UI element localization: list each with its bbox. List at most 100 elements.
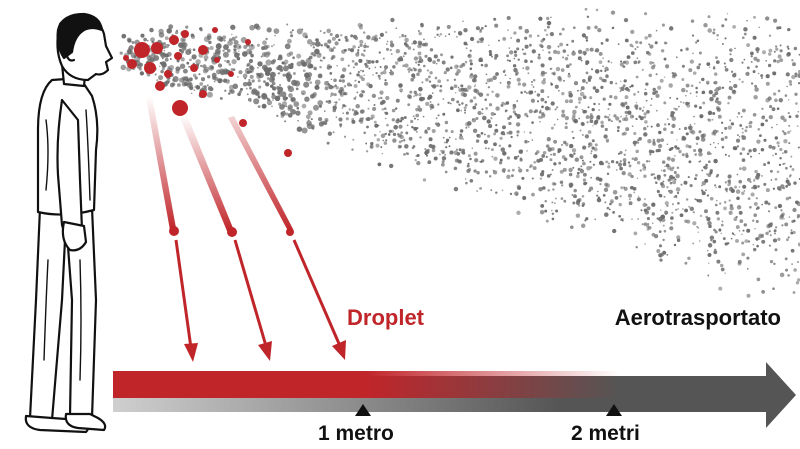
aerosol-particle <box>593 147 598 152</box>
aerosol-particle <box>797 110 800 113</box>
aerosol-particle <box>288 93 293 98</box>
aerosol-particle <box>605 160 609 164</box>
aerosol-particle <box>432 60 436 64</box>
aerosol-particle <box>736 196 740 201</box>
aerosol-particle <box>444 35 447 37</box>
aerosol-particle <box>684 261 688 265</box>
aerosol-particle <box>359 109 365 114</box>
aerosol-particle <box>643 106 645 109</box>
aerosol-particle <box>162 57 164 60</box>
aerosol-particle <box>541 154 546 158</box>
aerosol-particle <box>119 51 123 55</box>
marker-1m-icon <box>355 404 371 416</box>
aerosol-particle <box>617 43 620 45</box>
aerosol-particle <box>553 139 558 144</box>
aerosol-particle <box>741 166 747 171</box>
aerosol-particle <box>715 175 718 178</box>
aerosol-particle <box>644 120 648 124</box>
aerosol-particle <box>278 94 282 98</box>
aerosol-particle <box>330 92 334 96</box>
aerosol-particle <box>473 74 478 79</box>
aerosol-particle <box>418 56 422 60</box>
aerosol-particle <box>772 92 777 96</box>
aerosol-particle <box>354 36 359 40</box>
aerosol-particle <box>414 93 418 97</box>
aerosol-particle <box>456 69 461 74</box>
aerosol-particle <box>159 65 161 68</box>
aerosol-particle <box>332 131 335 134</box>
aerosol-particle <box>516 115 520 119</box>
aerosol-particle <box>206 84 209 87</box>
aerosol-particle <box>755 237 759 241</box>
aerosol-particle <box>752 184 758 190</box>
aerosol-particle <box>620 115 623 118</box>
aerosol-particle <box>774 248 778 252</box>
aerosol-particle <box>674 178 677 181</box>
aerosol-particle <box>246 81 252 87</box>
aerosol-particle <box>361 69 365 73</box>
aerosol-particle <box>652 61 655 64</box>
aerosol-particle <box>377 124 380 127</box>
aerosol-particle <box>767 96 772 101</box>
aerosol-particle <box>448 145 451 148</box>
aerosol-particle <box>696 39 700 43</box>
aerosol-particle <box>723 62 726 65</box>
aerosol-particle <box>121 33 127 39</box>
aerosol-particle <box>417 63 420 66</box>
aerosol-particle <box>473 151 478 156</box>
aerosol-particle <box>558 161 562 165</box>
aerosol-particle <box>554 202 556 204</box>
aerosol-particle <box>687 176 690 179</box>
aerosol-particle <box>632 186 637 191</box>
aerosol-particle <box>479 30 482 33</box>
aerosol-particle <box>222 49 225 52</box>
aerosol-particle <box>384 79 387 82</box>
aerosol-particle <box>678 105 680 108</box>
aerosol-particle <box>785 196 790 201</box>
aerosol-particle <box>733 83 738 89</box>
aerosol-particle <box>398 140 402 144</box>
aerosol-particle <box>783 149 788 154</box>
aerosol-particle <box>631 157 635 161</box>
aerosol-particle <box>585 115 590 120</box>
aerosol-particle <box>460 84 464 88</box>
aerosol-particle <box>628 164 632 168</box>
aerosol-particle <box>734 185 738 189</box>
aerosol-particle <box>526 150 528 152</box>
aerosol-particle <box>480 26 484 30</box>
aerosol-particle <box>444 153 447 156</box>
aerosol-particle <box>667 122 671 126</box>
aerosol-particle <box>622 65 626 68</box>
aerosol-particle <box>453 186 459 192</box>
aerosol-particle <box>577 56 582 61</box>
aerosol-particle <box>486 93 490 97</box>
aerosol-particle <box>143 37 147 42</box>
aerosol-particle <box>252 92 255 95</box>
aerosol-particle <box>787 236 790 239</box>
aerosol-particle <box>249 86 252 90</box>
aerosol-particle <box>700 137 706 142</box>
aerosol-particle <box>439 89 443 93</box>
aerosol-particle <box>636 46 639 49</box>
aerosol-particle <box>629 186 634 190</box>
aerosol-particle <box>636 177 639 179</box>
aerosol-particle <box>745 125 748 129</box>
aerosol-particle <box>331 36 336 41</box>
aerosol-particle <box>538 53 541 56</box>
aerosol-particle <box>262 40 267 46</box>
aerosol-particle <box>582 109 587 114</box>
aerosol-particle <box>657 85 662 90</box>
aerosol-particle <box>644 243 646 245</box>
aerosol-particle <box>564 125 568 130</box>
aerosol-particle <box>638 115 641 118</box>
aerosol-particle <box>287 86 295 93</box>
aerosol-particle <box>685 83 690 88</box>
aerosol-particle <box>635 40 639 44</box>
aerosol-particle <box>764 119 768 122</box>
aerosol-particle <box>539 172 545 177</box>
aerosol-particle <box>164 43 169 49</box>
aerosol-particle <box>474 158 479 163</box>
aerosol-particle <box>436 84 439 87</box>
aerosol-particle <box>442 136 445 139</box>
aerosol-particle <box>407 103 411 107</box>
